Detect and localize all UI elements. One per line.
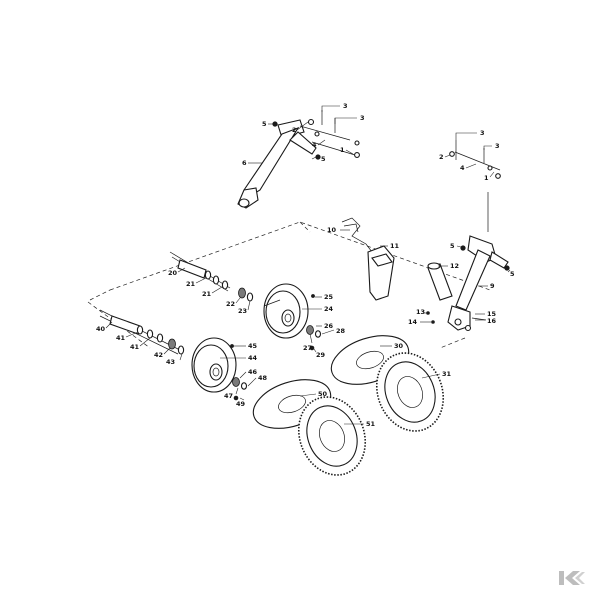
callout-29: 29: [316, 351, 326, 359]
callout-12: 12: [450, 262, 459, 270]
callout-51: 51: [366, 420, 376, 428]
callout-41: 41: [130, 343, 140, 351]
callout-25: 25: [324, 293, 334, 301]
callout-14: 14: [408, 318, 418, 326]
callout-47: 47: [224, 392, 233, 400]
lower-wheel-rim: [191, 337, 237, 393]
callout-31: 31: [442, 370, 452, 378]
swing-arm-right: [447, 235, 510, 332]
callout-13: 13: [416, 308, 425, 316]
swing-arm-left: [237, 119, 356, 209]
callout-6: 6: [242, 159, 247, 167]
callout-10: 10: [327, 226, 337, 234]
callout-26: 26: [324, 322, 334, 330]
callout-1: 1: [340, 146, 345, 154]
callout-46: 46: [248, 368, 258, 376]
hub-bolts-upper: [306, 325, 322, 351]
callout-20: 20: [168, 269, 178, 277]
callout-21: 21: [186, 280, 196, 288]
cable-and-bracket: [341, 217, 395, 301]
upper-wheel-tyre: [330, 335, 445, 432]
callout-22: 22: [226, 300, 235, 308]
pin-hardware-left: [272, 110, 360, 160]
callout-2: 2: [439, 153, 444, 161]
callout-41: 41: [116, 334, 126, 342]
callout-9: 9: [490, 282, 495, 290]
callout-30: 30: [394, 342, 404, 350]
callout-40: 40: [96, 325, 106, 333]
callout-4: 4: [460, 164, 465, 172]
callout-5: 5: [450, 242, 455, 250]
callout-49: 49: [236, 400, 246, 408]
pin-hardware-right: [449, 140, 501, 232]
lower-axle-set: [99, 309, 185, 355]
lower-wheel-tyre: [252, 379, 367, 476]
callout-labels: 3 3 5 2 4 1 6 5 3 3 2 4 1 10 11 12 5 5 9…: [96, 102, 515, 428]
callout-2: 2: [292, 126, 297, 134]
callout-11: 11: [390, 242, 400, 250]
callout-44: 44: [248, 354, 258, 362]
callout-5: 5: [510, 270, 515, 278]
callout-5: 5: [321, 155, 326, 163]
callout-leaders: [105, 105, 511, 425]
callout-1: 1: [484, 174, 489, 182]
callout-3: 3: [495, 142, 500, 150]
spring-tube: [426, 262, 453, 324]
callout-5: 5: [262, 120, 267, 128]
callout-43: 43: [166, 358, 175, 366]
callout-3: 3: [360, 114, 365, 122]
callout-21: 21: [202, 290, 212, 298]
callout-27: 27: [303, 344, 312, 352]
upper-wheel-rim: [263, 283, 315, 339]
callout-3: 3: [343, 102, 348, 110]
callout-16: 16: [487, 317, 497, 325]
callout-15: 15: [487, 310, 497, 318]
k-logo-icon: [559, 571, 585, 585]
callout-50: 50: [318, 390, 328, 398]
callout-3: 3: [480, 129, 485, 137]
callout-4: 4: [312, 141, 317, 149]
callout-48: 48: [258, 374, 268, 382]
callout-45: 45: [248, 342, 258, 350]
upper-axle-set: [169, 251, 254, 302]
callout-24: 24: [324, 305, 334, 313]
callout-42: 42: [154, 351, 163, 359]
callout-28: 28: [336, 327, 346, 335]
callout-23: 23: [238, 307, 247, 315]
hub-bolts-lower: [232, 377, 248, 401]
